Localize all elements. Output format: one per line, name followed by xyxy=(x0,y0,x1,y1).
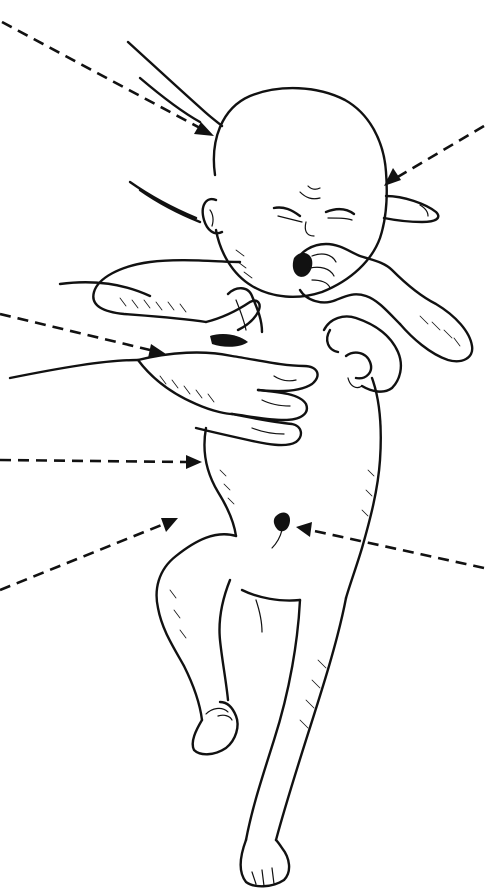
baby-legs xyxy=(157,534,346,886)
arrow-head-right xyxy=(384,126,484,186)
holder-lower-left-arm xyxy=(10,282,150,378)
holder-upper-left-hand xyxy=(128,42,222,126)
arrow-umbilicus xyxy=(296,522,484,568)
holder-chest-hand xyxy=(138,353,318,446)
holder-left-arm xyxy=(130,182,200,222)
arrow-flank xyxy=(0,455,202,469)
baby-right-arm xyxy=(293,244,472,361)
holder-right-thumb xyxy=(384,196,438,222)
baby-torso xyxy=(205,378,381,598)
holder-right-hand xyxy=(324,317,401,392)
arrow-hip xyxy=(0,518,178,590)
arrow-axilla xyxy=(0,314,166,358)
arrow-head-left xyxy=(2,22,214,136)
